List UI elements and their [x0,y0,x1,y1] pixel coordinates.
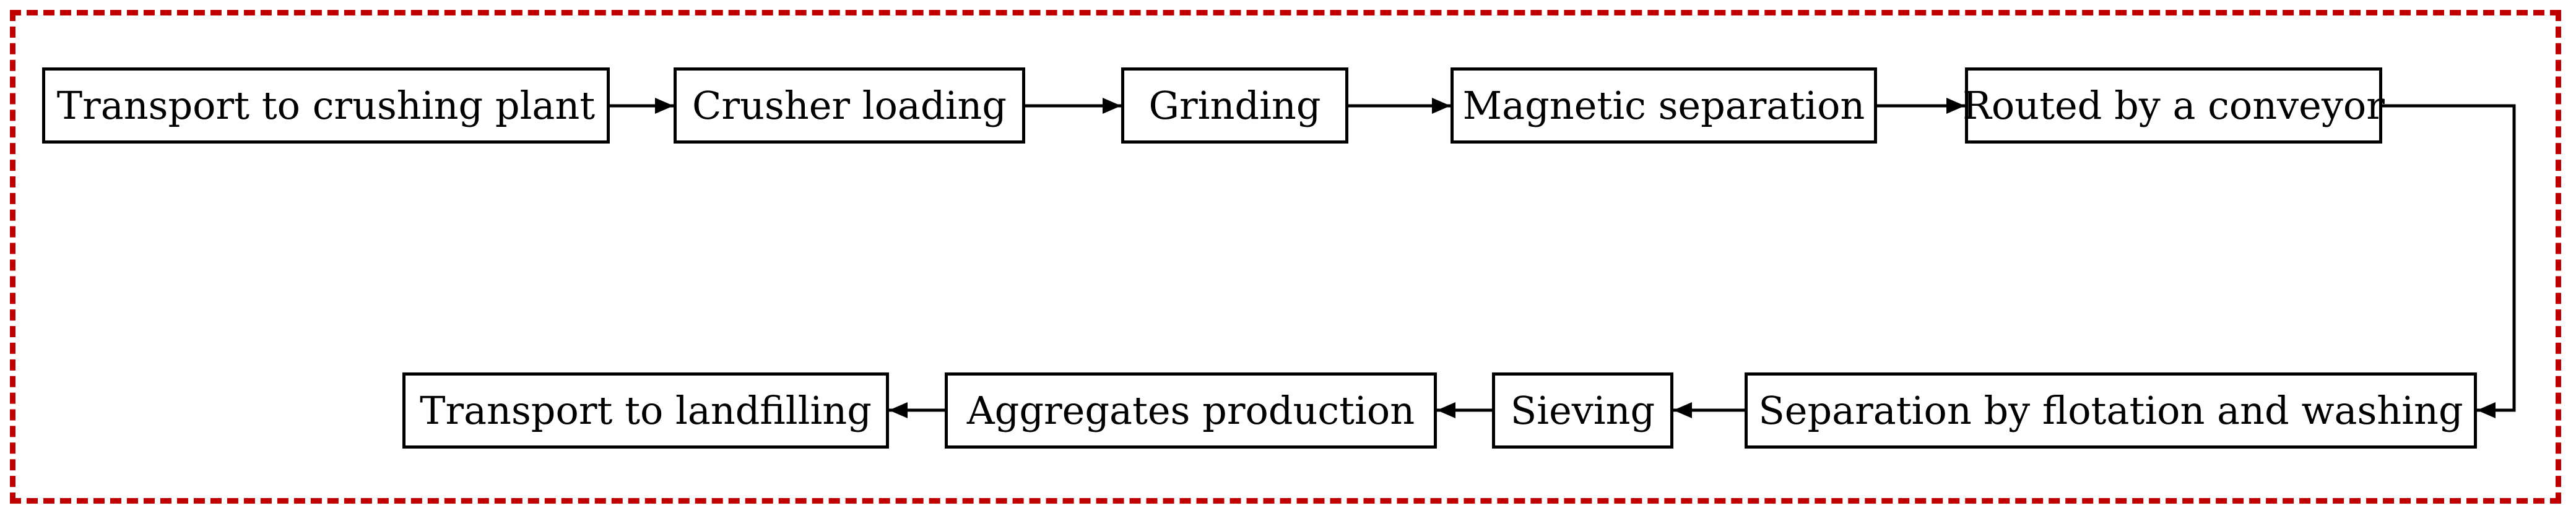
step-magnetic-separation: Magnetic separation [1451,67,1877,144]
step-routed-by-a-conveyor: Routed by a conveyor [1962,67,2385,144]
step-transport-to-landfilling: Transport to landfilling [402,372,889,449]
step-aggregates-production: Aggregates production [945,372,1437,449]
step-crusher-loading: Crusher loading [674,67,1025,144]
dashed-red-frame [10,10,2561,504]
arrow-s5-s6 [2382,104,2516,418]
step-transport-to-crushing-plant: Transport to crushing plant [42,67,610,144]
step-grinding: Grinding [1121,67,1348,144]
step-separation-by-flotation-and-washing: Separation by flotation and washing [1745,372,2477,449]
step-sieving: Sieving [1492,372,1673,449]
